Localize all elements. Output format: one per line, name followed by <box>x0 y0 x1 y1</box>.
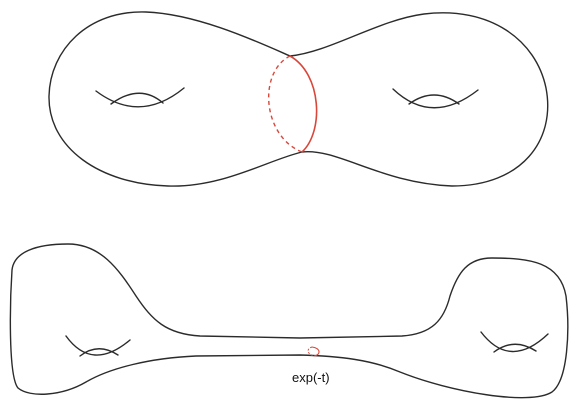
separating-curve-front <box>289 55 318 153</box>
bottom-right-handle-icon <box>480 331 549 353</box>
bottom-left-handle-icon <box>65 335 131 357</box>
bottom-genus-two-surface: exp(-t) <box>9 243 569 399</box>
neck-length-label: exp(-t) <box>292 370 330 385</box>
top-separating-curve <box>268 55 318 153</box>
bottom-surface-outline <box>9 243 569 399</box>
neck-curve-icon <box>307 346 320 357</box>
separating-curve-back <box>268 55 303 153</box>
top-surface-outline <box>48 11 549 187</box>
top-left-handle-icon <box>95 87 185 108</box>
top-right-handle-icon <box>392 88 479 109</box>
top-genus-two-surface <box>48 11 549 187</box>
